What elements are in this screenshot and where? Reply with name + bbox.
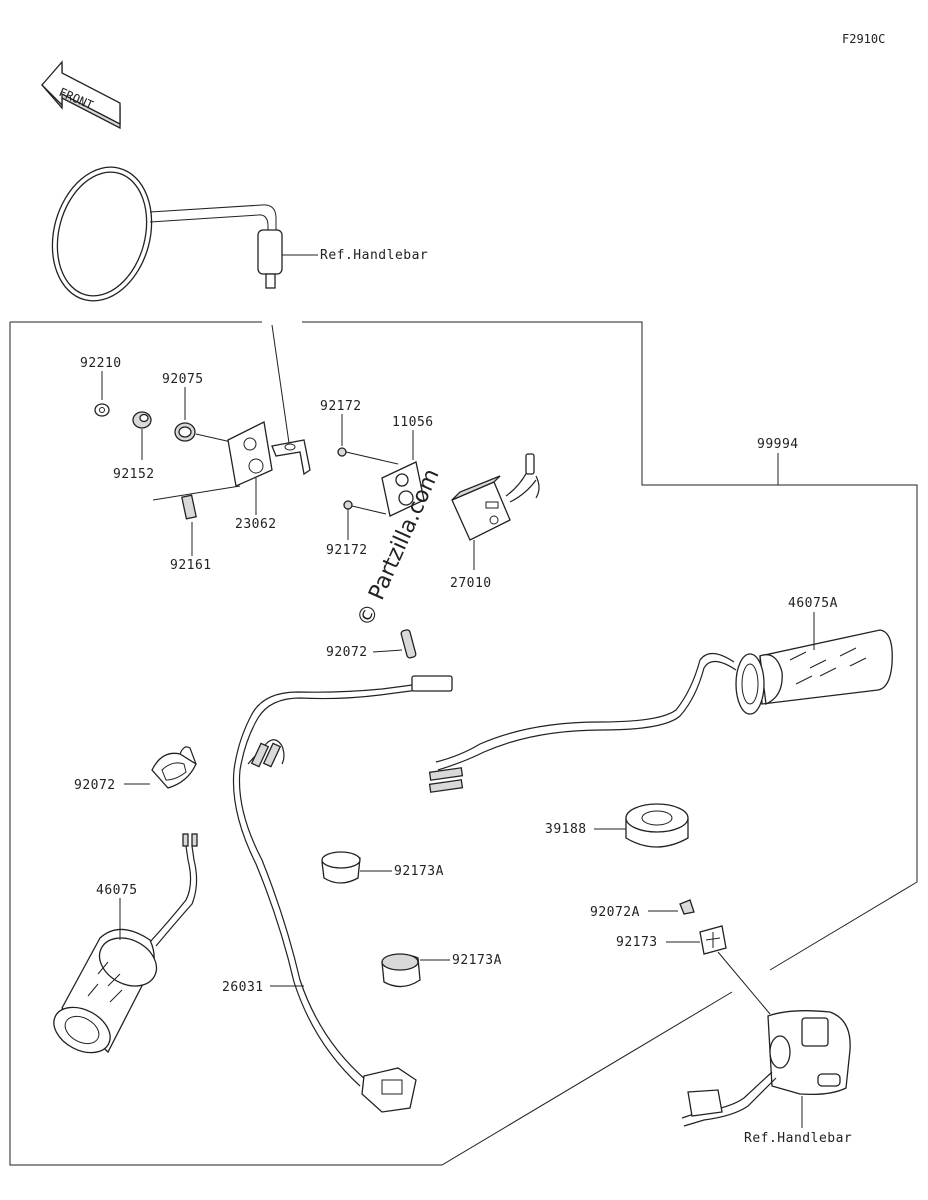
label-26031: 26031 — [222, 980, 264, 995]
kit-outline — [9, 321, 918, 1166]
grommet-92075 — [174, 422, 196, 442]
label-92173A-lower: 92173A — [452, 953, 502, 968]
clip-92072A — [679, 899, 695, 915]
label-46075: 46075 — [96, 883, 138, 898]
clamp-92173A-lower — [381, 953, 421, 988]
grip-46075A — [428, 629, 893, 793]
harness-26031 — [232, 675, 453, 1113]
tape-39188 — [625, 803, 689, 848]
label-23062: 23062 — [235, 517, 277, 532]
label-92172-top: 92172 — [320, 399, 362, 414]
label-11056: 11056 — [392, 415, 434, 430]
label-46075A: 46075A — [788, 596, 838, 611]
label-92173A-upper: 92173A — [394, 864, 444, 879]
grip-46075 — [53, 833, 198, 1054]
ref-handlebar-top: Ref.Handlebar — [320, 248, 428, 263]
clip-92173 — [699, 925, 727, 955]
label-39188: 39188 — [545, 822, 587, 837]
controller-27010 — [451, 453, 540, 541]
mirror — [51, 166, 283, 302]
label-92172-bottom: 92172 — [326, 543, 368, 558]
label-99994: 99994 — [757, 437, 799, 452]
front-arrow-icon: FRONT — [41, 60, 121, 130]
label-92210: 92210 — [80, 356, 122, 371]
label-92161: 92161 — [170, 558, 212, 573]
screw-92172-bottom — [343, 500, 387, 515]
label-92173: 92173 — [616, 935, 658, 950]
band-92072-left — [151, 746, 197, 789]
nut-92210 — [94, 403, 110, 417]
label-92072-left: 92072 — [74, 778, 116, 793]
holder-11056 — [381, 461, 425, 517]
label-92152: 92152 — [113, 467, 155, 482]
label-92072-top: 92072 — [326, 645, 368, 660]
switch-housing — [681, 1010, 851, 1127]
bracket-23062 — [227, 421, 311, 487]
label-92075: 92075 — [162, 372, 204, 387]
label-92072A: 92072A — [590, 905, 640, 920]
screw-92172-top — [337, 447, 399, 465]
figure-code: F2910C — [842, 32, 885, 46]
clamp-92173A-upper — [321, 851, 361, 884]
connector-92072-top — [400, 629, 417, 659]
collar-92152 — [132, 411, 152, 429]
connector-92161 — [181, 494, 197, 520]
label-27010: 27010 — [450, 576, 492, 591]
ref-handlebar-bottom: Ref.Handlebar — [744, 1131, 852, 1146]
